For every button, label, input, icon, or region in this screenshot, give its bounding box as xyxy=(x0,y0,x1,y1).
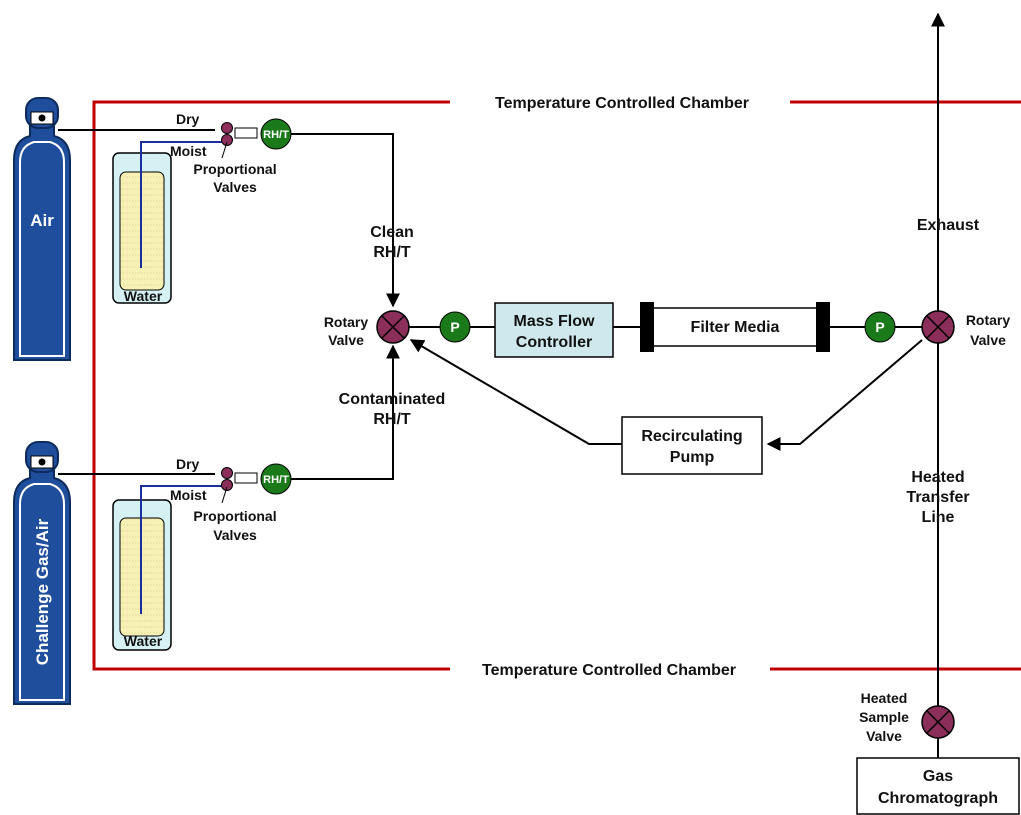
left-rotary-label-2: Valve xyxy=(328,332,364,348)
right-rotary-label-2: Valve xyxy=(970,332,1006,348)
filter-media: Filter Media xyxy=(640,302,830,352)
top-valves-label-2: Valves xyxy=(213,179,257,195)
bottom-valves-label-1: Proportional xyxy=(193,508,276,524)
mass-flow-label-2: Controller xyxy=(516,334,592,351)
challenge-regulator-gauge-icon xyxy=(38,458,46,466)
top-rht-label: RH/T xyxy=(263,129,289,141)
top-moist-label: Moist xyxy=(170,143,207,159)
air-cylinder-label: Air xyxy=(30,211,54,230)
left-rotary-valve: Rotary Valve xyxy=(324,310,410,348)
top-valves-label-1: Proportional xyxy=(193,161,276,177)
bottom-valve-pointer xyxy=(221,486,228,504)
top-water-label: Water xyxy=(124,288,163,304)
sample-valve-label-1: Heated xyxy=(861,690,908,706)
left-pressure-label: P xyxy=(450,319,459,335)
transfer-line-label-1: Heated xyxy=(911,469,964,486)
sample-valve-cross-icon xyxy=(926,710,950,734)
sample-valve-label-2: Sample xyxy=(859,709,909,725)
bottom-mixer-tube xyxy=(234,472,258,484)
contaminated-label-2: RH/T xyxy=(373,411,411,428)
bottom-dry-label: Dry xyxy=(176,456,200,472)
chamber-border-left xyxy=(92,100,450,671)
right-pressure-label: P xyxy=(875,319,884,335)
bottom-rht-label: RH/T xyxy=(263,474,289,486)
filter-media-box xyxy=(649,307,821,347)
mass-flow-controller: Mass Flow Controller xyxy=(494,302,614,358)
sample-valve-label-3: Valve xyxy=(866,728,902,744)
left-pressure-sensor: P xyxy=(439,311,471,343)
top-moist-valve-icon xyxy=(221,134,233,146)
gc-label-1: Gas xyxy=(923,768,953,785)
temperature-chamber: Temperature Controlled Chamber Temperatu… xyxy=(92,95,1021,679)
bottom-moist-label: Moist xyxy=(170,487,207,503)
bottom-moist-valve-icon xyxy=(221,479,233,491)
air-cylinder: Air xyxy=(13,97,71,361)
top-dry-label: Dry xyxy=(176,111,200,127)
recirculating-pump-box xyxy=(621,416,763,475)
transfer-line-label-3: Line xyxy=(922,509,955,526)
mass-flow-box xyxy=(494,302,614,358)
heated-sample-valve: Heated Sample Valve xyxy=(859,690,955,744)
left-pressure-icon xyxy=(439,311,471,343)
filter-media-label: Filter Media xyxy=(691,319,780,336)
top-dry-valve-icon xyxy=(221,122,233,134)
recirc-in-arrow xyxy=(766,339,923,451)
challenge-cylinder-inner xyxy=(19,483,65,701)
chamber-top-label: Temperature Controlled Chamber xyxy=(495,95,749,112)
air-cylinder-body xyxy=(13,125,71,361)
filter-left-endcap xyxy=(640,302,654,352)
top-moist-line xyxy=(140,141,222,268)
exhaust-label: Exhaust xyxy=(917,217,980,234)
left-rotary-cross-icon xyxy=(381,315,405,339)
left-rotary-label-1: Rotary xyxy=(324,314,369,330)
bottom-moist-line xyxy=(140,485,222,614)
challenge-cylinder-label: Challenge Gas/Air xyxy=(33,518,52,665)
clean-label-1: Clean xyxy=(370,224,414,241)
air-cylinder-inner xyxy=(19,141,65,357)
challenge-gas-cylinder: Challenge Gas/Air xyxy=(13,441,71,705)
gc-box xyxy=(856,757,1020,815)
gc-label-2: Chromatograph xyxy=(878,790,998,807)
right-rotary-valve: Rotary Valve xyxy=(921,310,1011,348)
bottom-dry-valve-icon xyxy=(221,467,233,479)
recirculating-pump: Recirculating Pump xyxy=(621,416,763,475)
right-rotary-label-1: Rotary xyxy=(966,312,1011,328)
bottom-humidifier: Water Dry Moist Proportional Valves RH/T xyxy=(58,344,400,651)
gas-chromatograph: Gas Chromatograph xyxy=(856,757,1020,815)
transfer-line-label-2: Transfer xyxy=(906,489,969,506)
recirculating-pump-label-1: Recirculating xyxy=(641,428,742,445)
top-valve-pointer xyxy=(221,141,228,159)
right-rotary-cross-icon xyxy=(926,315,950,339)
mass-flow-label-1: Mass Flow xyxy=(514,313,595,330)
chamber-bottom-label: Temperature Controlled Chamber xyxy=(482,662,736,679)
air-regulator-gauge-icon xyxy=(38,114,46,122)
right-pressure-sensor: P xyxy=(864,311,896,343)
clean-flow-arrow xyxy=(291,133,400,308)
top-humidifier: Water Dry Moist Proportional Valves RH/T xyxy=(58,111,400,308)
top-mixer-tube xyxy=(234,127,258,139)
recirc-out-arrow xyxy=(409,339,622,445)
right-pressure-icon xyxy=(864,311,896,343)
recirculating-pump-label-2: Pump xyxy=(670,449,715,466)
bottom-valves-label-2: Valves xyxy=(213,527,257,543)
clean-label-2: RH/T xyxy=(373,244,411,261)
contaminated-flow-arrow xyxy=(291,344,400,480)
contaminated-label-1: Contaminated xyxy=(339,391,446,408)
bottom-water-label: Water xyxy=(124,633,163,649)
filter-right-endcap xyxy=(816,302,830,352)
